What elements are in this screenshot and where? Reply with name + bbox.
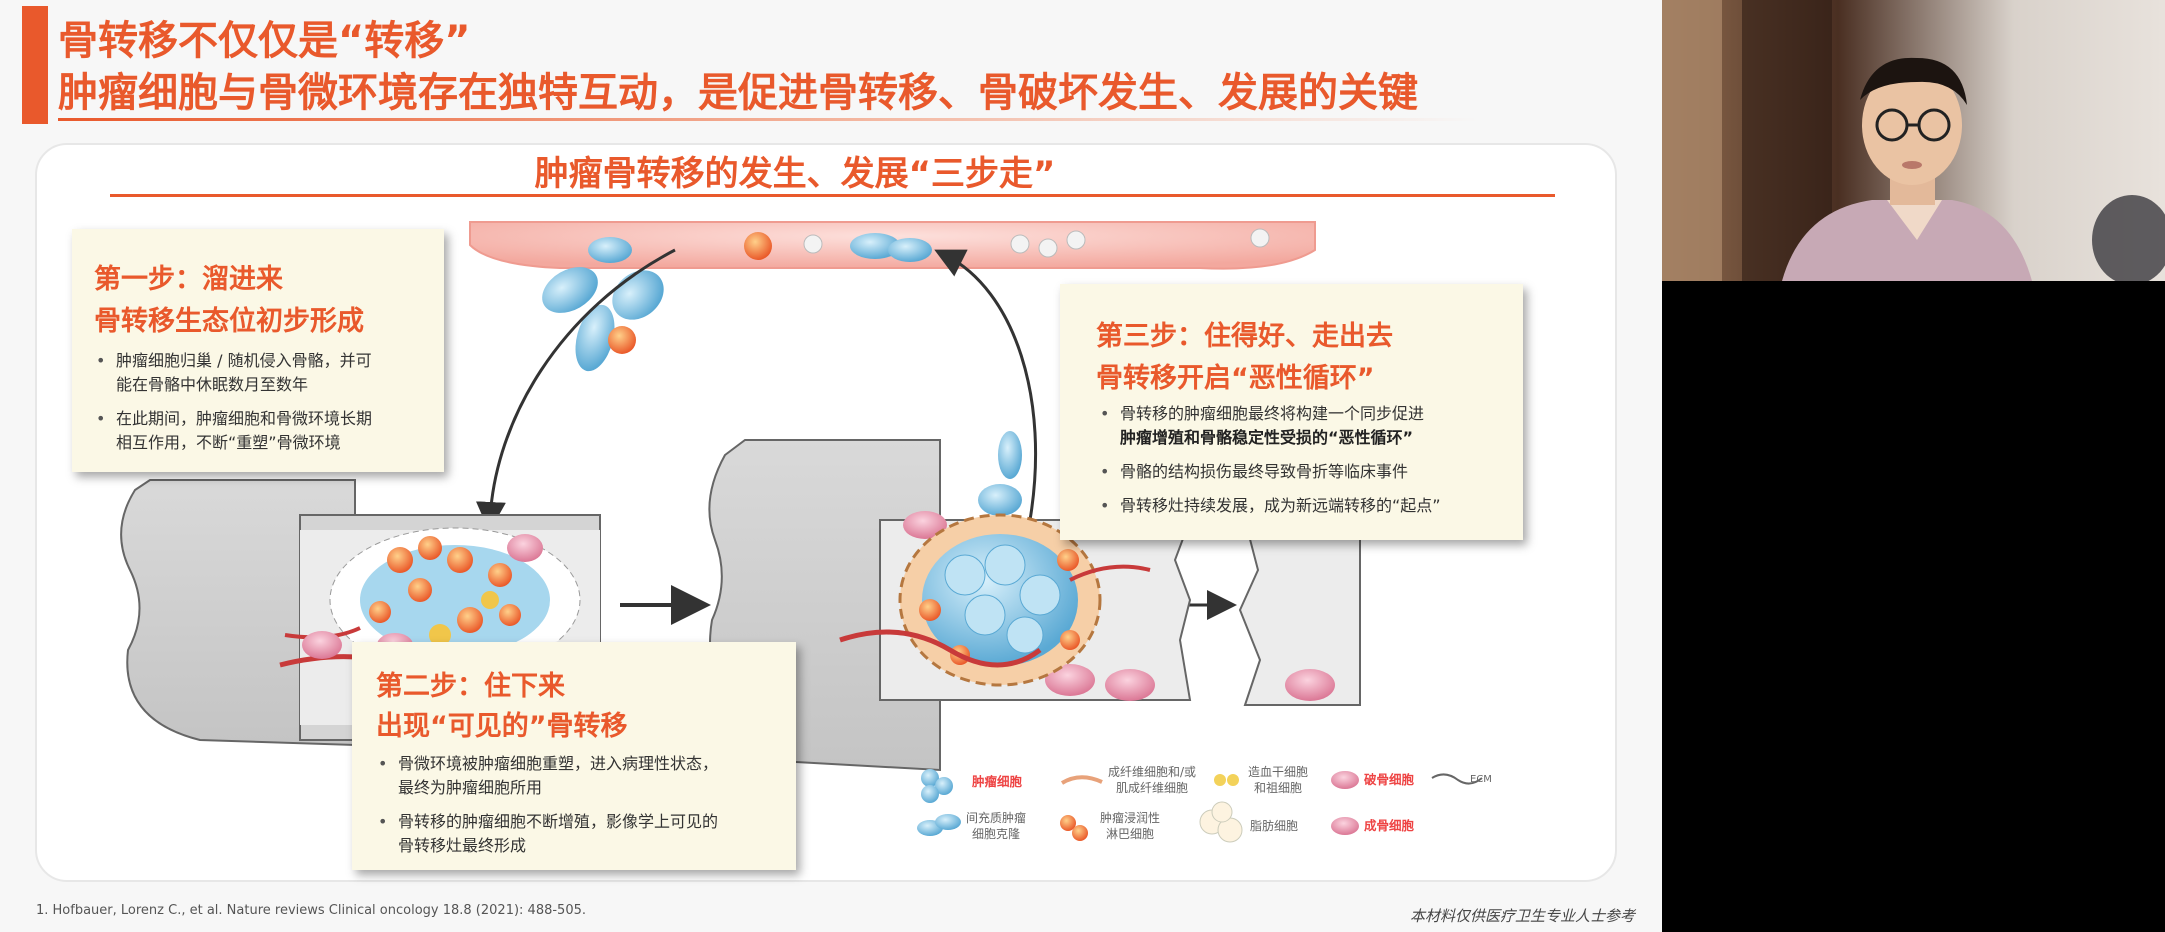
- step3-bullets: 骨转移的肿瘤细胞最终将构建一个同步促进 肿瘤增殖和骨骼稳定性受损的“恶性循环” …: [1094, 402, 1514, 528]
- legend-ecm: ECM: [1470, 774, 1492, 785]
- presenter-video[interactable]: [1662, 0, 2165, 281]
- step3-title: 第三步：住得好、走出去: [1096, 321, 1393, 352]
- legend-icons: [917, 769, 1483, 843]
- citation: 1. Hofbauer, Lorenz C., et al. Nature re…: [36, 903, 586, 918]
- legend-fibroblast: 成纤维细胞和/或 肌成纤维细胞: [1108, 765, 1197, 795]
- escape-arrow: [934, 249, 1038, 521]
- step1-title: 第一步：溜进来: [94, 264, 283, 295]
- blood-vessel: [469, 221, 1316, 270]
- legend-mesenchymal-clone: 间充质肿瘤 细胞克隆: [966, 811, 1027, 841]
- step1-callout: 第一步：溜进来 骨转移生态位初步形成 肿瘤细胞归巢 / 随机侵入骨骼，并可 能在…: [72, 229, 444, 472]
- slide-title-line2: 肿瘤细胞与骨微环境存在独特互动，是促进骨转移、骨破坏发生、发展的关键: [58, 70, 1418, 116]
- title-accent-bar: [22, 6, 48, 124]
- circulating-tumor-cells: [542, 267, 1022, 516]
- step2-bullets: 骨微环境被肿瘤细胞重塑，进入病理性状态， 最终为肿瘤细胞所用 骨转移的肿瘤细胞不…: [372, 752, 787, 868]
- video-area-background: [1662, 281, 2165, 932]
- list-item: 骨微环境被肿瘤细胞重塑，进入病理性状态， 最终为肿瘤细胞所用: [372, 752, 787, 800]
- list-item: 骨转移的肿瘤细胞不断增殖，影像学上可见的 骨转移灶最终形成: [372, 810, 787, 858]
- step3-callout: 第三步：住得好、走出去 骨转移开启“恶性循环” 骨转移的肿瘤细胞最终将构建一个同…: [1060, 284, 1523, 540]
- legend-tumor-cell: 肿瘤细胞: [972, 774, 1023, 789]
- legend-adipocyte: 脂肪细胞: [1250, 819, 1299, 833]
- step2-subtitle: 出现“可见的”骨转移: [376, 711, 628, 742]
- presenter-video-frame: [1662, 0, 2165, 281]
- step1-subtitle: 骨转移生态位初步形成: [94, 306, 364, 337]
- step3-subtitle: 骨转移开启“恶性循环”: [1096, 363, 1375, 394]
- legend-osteoblast: 成骨细胞: [1364, 818, 1415, 833]
- tumor-niche-left: [279, 527, 581, 673]
- panel-title: 肿瘤骨转移的发生、发展“三步走”: [534, 154, 1056, 194]
- title-divider: [58, 118, 1478, 121]
- slide-title-line1: 骨转移不仅仅是“转移”: [58, 18, 471, 64]
- presentation-slide: 骨转移不仅仅是“转移” 肿瘤细胞与骨微环境存在独特互动，是促进骨转移、骨破坏发生…: [0, 0, 1662, 932]
- list-item: 在此期间，肿瘤细胞和骨微环境长期 相互作用，不断“重塑”骨微环境: [90, 407, 435, 455]
- step2-title: 第二步：住下来: [376, 671, 565, 702]
- tumor-mass-right: [839, 513, 1151, 687]
- list-item: 骨转移灶持续发展，成为新远端转移的“起点”: [1094, 494, 1514, 518]
- legend-lymphocyte: 肿瘤浸润性 淋巴细胞: [1100, 811, 1161, 841]
- legend-osteoclast: 破骨细胞: [1364, 772, 1415, 787]
- step2-callout: 第二步：住下来 出现“可见的”骨转移 骨微环境被肿瘤细胞重塑，进入病理性状态， …: [352, 642, 796, 870]
- homing-arrow: [475, 248, 676, 532]
- legend-hematopoietic: 造血干细胞 和祖细胞: [1248, 765, 1309, 795]
- list-item: 骨骼的结构损伤最终导致骨折等临床事件: [1094, 460, 1514, 484]
- list-item: 骨转移的肿瘤细胞最终将构建一个同步促进 肿瘤增殖和骨骼稳定性受损的“恶性循环”: [1094, 402, 1514, 450]
- panel-title-divider: [110, 194, 1555, 197]
- list-item: 肿瘤细胞归巢 / 随机侵入骨骼，并可 能在骨骼中休眠数月至数年: [90, 349, 435, 397]
- disclaimer: 本材料仅供医疗卫生专业人士参考: [1410, 907, 1636, 925]
- bone-metastasis-diagram: [120, 221, 1483, 843]
- step1-bullets: 肿瘤细胞归巢 / 随机侵入骨骼，并可 能在骨骼中休眠数月至数年 在此期间，肿瘤细…: [90, 349, 435, 465]
